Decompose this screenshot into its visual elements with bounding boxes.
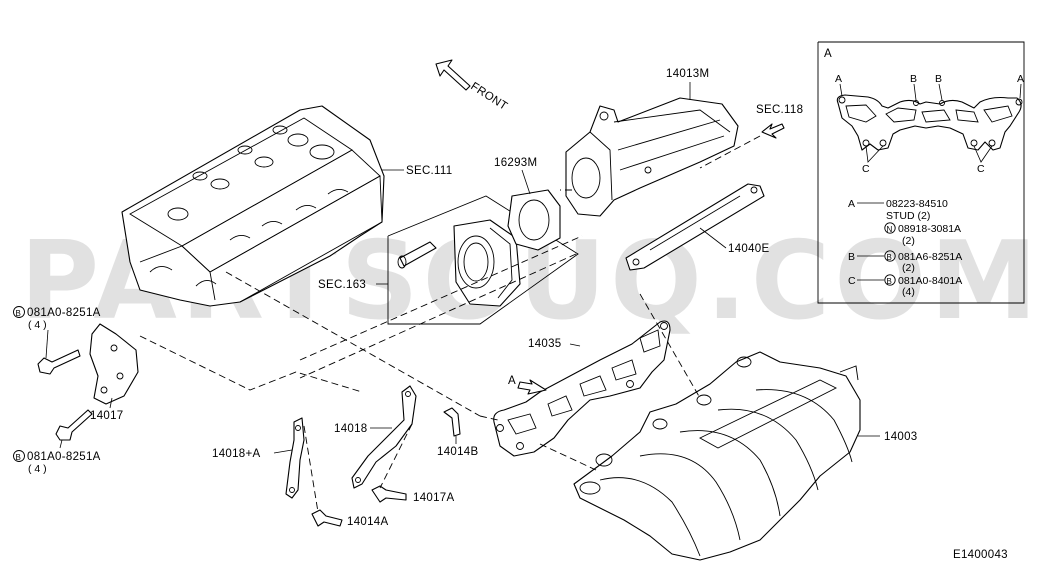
gasket-16293m bbox=[507, 189, 561, 251]
b-circle-icon bbox=[13, 306, 25, 318]
label-14014a: 14014A bbox=[347, 516, 388, 528]
legend-0-key: A bbox=[848, 198, 855, 210]
front-arrow: FRONT bbox=[435, 59, 509, 113]
bolt-top-mark: B bbox=[16, 309, 21, 318]
label-14017: 14017 bbox=[90, 410, 123, 422]
stay-14018a bbox=[285, 417, 305, 499]
label-14018: 14018 bbox=[334, 423, 367, 435]
diagram-code: E1400043 bbox=[953, 549, 1008, 561]
detail-box-a: A A A B B C C A 08223-84510 STU bbox=[817, 41, 1025, 304]
sec118-arrow bbox=[761, 123, 785, 139]
n-circle-mark bbox=[884, 222, 896, 234]
view-a-arrow bbox=[517, 379, 547, 395]
b-circle-mark bbox=[884, 274, 896, 286]
label-14040e: 14040E bbox=[728, 243, 769, 255]
label-14003: 14003 bbox=[884, 431, 917, 443]
bolt-14017a bbox=[371, 485, 407, 503]
label-14035: 14035 bbox=[528, 338, 561, 350]
label-sec163: SEC.163 bbox=[318, 279, 366, 291]
label-sec111: SEC.111 bbox=[406, 165, 452, 177]
gasket-14035 bbox=[493, 320, 671, 457]
legend-0-part: 08223-84510 bbox=[886, 198, 948, 210]
b-circle-icon bbox=[13, 450, 25, 462]
marker-a-right: A bbox=[1017, 73, 1024, 85]
gasket-14040e bbox=[625, 183, 765, 271]
detail-legend: A 08223-84510 STUD (2) N 08918-3081A (2)… bbox=[848, 198, 962, 298]
legend-1-part: 08918-3081A bbox=[898, 223, 961, 235]
legend-0-note: STUD (2) bbox=[886, 210, 930, 222]
legend-2-mark: B bbox=[887, 253, 892, 262]
label-sec118: SEC.118 bbox=[756, 104, 803, 116]
label-bolt-bottom: 081A0-8251A bbox=[27, 451, 101, 463]
legend-1-mark: N bbox=[887, 225, 893, 234]
legend-3-note: (4) bbox=[902, 286, 915, 298]
label-14018a: 14018+A bbox=[212, 448, 260, 460]
marker-b-left: B bbox=[910, 73, 917, 85]
bolt-top bbox=[37, 349, 81, 375]
intake-collector-14013m bbox=[565, 97, 739, 217]
throttle-bolt bbox=[399, 241, 437, 267]
label-arrow-a: A bbox=[508, 375, 516, 387]
bolt-14014a bbox=[311, 509, 343, 527]
legend-1-note: (2) bbox=[902, 235, 915, 247]
label-14014b: 14014B bbox=[437, 446, 478, 458]
legend-2-note: (2) bbox=[902, 262, 915, 274]
label-bolt-top-qty: ( 4 ) bbox=[28, 319, 47, 331]
marker-b-right: B bbox=[935, 73, 942, 85]
legend-2-key: B bbox=[848, 251, 855, 263]
bracket-14017 bbox=[89, 323, 139, 405]
bolt-bottom-mark: B bbox=[16, 453, 21, 462]
b-circle-mark bbox=[884, 250, 896, 262]
legend-3-mark: B bbox=[887, 277, 892, 286]
label-bolt-bottom-qty: ( 4 ) bbox=[28, 463, 47, 475]
detail-gasket bbox=[836, 94, 1022, 151]
label-14013m: 14013M bbox=[666, 68, 709, 80]
bolt-14014b bbox=[443, 407, 461, 437]
cylinder-head bbox=[121, 105, 385, 307]
bolt-bottom bbox=[55, 409, 93, 441]
label-bolt-top: 081A0-8251A bbox=[27, 307, 101, 319]
label-14017a: 14017A bbox=[413, 492, 454, 504]
label-16293m: 16293M bbox=[494, 157, 537, 169]
legend-3-key: C bbox=[848, 275, 856, 287]
legend-2-part: 081A6-8251A bbox=[898, 251, 962, 263]
marker-c-left: C bbox=[862, 163, 870, 175]
marker-c-right: C bbox=[977, 163, 985, 175]
detail-title: A bbox=[824, 48, 832, 60]
stay-14018 bbox=[351, 385, 417, 489]
intake-manifold-14003 bbox=[573, 351, 861, 561]
front-label: FRONT bbox=[468, 80, 509, 112]
legend-3-part: 081A0-8401A bbox=[898, 275, 962, 287]
throttle-body-box bbox=[387, 195, 579, 325]
marker-a-left: A bbox=[835, 73, 842, 85]
